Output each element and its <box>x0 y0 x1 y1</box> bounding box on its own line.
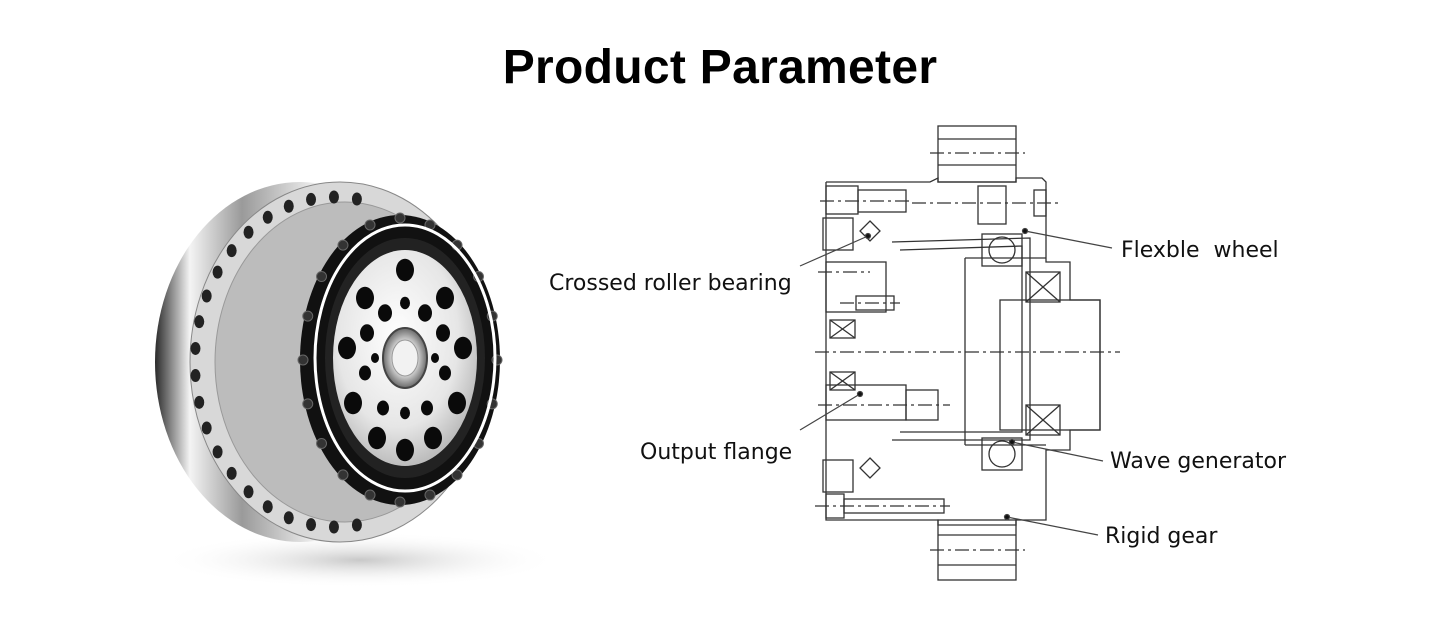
flange-hole <box>212 265 223 279</box>
face-hole <box>368 426 386 450</box>
bolt-head <box>825 185 859 215</box>
ball-bottom <box>988 440 1016 468</box>
leader-output-flange <box>799 393 861 431</box>
rigid-gear-top <box>937 125 1017 183</box>
output-flange <box>825 261 887 313</box>
leader-flexible-wheel <box>1024 230 1113 249</box>
flange-hole <box>328 520 339 534</box>
ring-bolt <box>302 310 314 322</box>
shadow <box>160 532 560 588</box>
flange-hole <box>194 315 205 329</box>
face-hole <box>424 426 442 450</box>
face-hole <box>400 406 410 420</box>
face-hole <box>436 286 454 310</box>
flange-hole <box>283 199 294 213</box>
small-bearing-top <box>829 319 856 339</box>
input-shaft <box>999 299 1101 431</box>
drawing-line <box>1025 404 1061 436</box>
label-flexible-wheel: Flexble wheel <box>1121 238 1279 263</box>
small-bearing-bottom <box>829 371 856 391</box>
ring-bolt <box>451 469 463 481</box>
flange-holes <box>190 190 362 534</box>
flange-hole <box>226 466 237 480</box>
cross-section-drawing <box>815 125 1120 581</box>
face-hole <box>436 324 450 342</box>
flange-hole <box>190 341 201 355</box>
drawing-line <box>829 319 856 339</box>
flange-hole <box>194 395 205 409</box>
roller-diamond-lower <box>859 457 881 479</box>
crossed-roller-bearing <box>822 217 854 251</box>
face-hole <box>378 304 392 322</box>
crossed-roller-bearing-lower <box>822 459 854 493</box>
ring-bolt <box>316 437 328 449</box>
flange-hole <box>351 192 362 206</box>
wave-gen-bearing-top <box>981 233 1023 267</box>
flange-hole <box>328 190 339 204</box>
face-hole <box>377 400 389 416</box>
flange-hole <box>243 485 254 499</box>
flange-hole <box>306 518 317 532</box>
roller-diamond <box>859 220 881 242</box>
drawing-line <box>1025 271 1061 303</box>
label-crossed-roller-bearing: Crossed roller bearing <box>549 271 792 296</box>
ball-top <box>988 236 1016 264</box>
drawing-line <box>829 371 856 391</box>
face-hole <box>448 391 466 415</box>
face-hole <box>431 353 439 363</box>
label-wave-generator: Wave generator <box>1110 449 1287 474</box>
face-hole <box>344 391 362 415</box>
face-hole <box>359 365 371 381</box>
face-hole <box>360 324 374 342</box>
label-output-flange: Output flange <box>640 440 793 465</box>
leader-crossed-roller-bearing <box>799 235 869 267</box>
face-hole <box>439 365 451 381</box>
wave-gen-bearing-bottom <box>981 437 1023 471</box>
bolt-nut <box>977 185 1007 225</box>
flexspline <box>891 237 1031 441</box>
input-bearing-top <box>1025 271 1061 303</box>
flange-hole <box>201 421 212 435</box>
leader-lines <box>799 227 1113 536</box>
face-hole <box>356 286 374 310</box>
face-hole <box>418 304 432 322</box>
leader-wave-generator <box>1011 441 1104 462</box>
reducer-photo <box>155 181 560 588</box>
ring-bolt <box>364 489 376 501</box>
face-hole <box>338 336 356 360</box>
flange-hole <box>243 225 254 239</box>
leader-rigid-gear <box>1006 516 1099 536</box>
face-hole <box>371 353 379 363</box>
ring-bolt <box>424 489 436 501</box>
flange-hole <box>190 369 201 383</box>
ring-bolt <box>297 354 309 366</box>
flange-hole <box>262 500 273 514</box>
flexspline-inner <box>899 245 1023 433</box>
flange-hole <box>306 192 317 206</box>
page-title: Product Parameter <box>502 41 938 94</box>
flange-hole <box>351 518 362 532</box>
input-bearing-bottom <box>1025 404 1061 436</box>
face-hole <box>421 400 433 416</box>
face-hole <box>400 296 410 310</box>
flange-hole <box>201 289 212 303</box>
ring-bolt <box>337 239 349 251</box>
face-hole <box>396 438 414 462</box>
flange-hole <box>212 445 223 459</box>
flange-hole <box>283 511 294 525</box>
flange-hole <box>262 210 273 224</box>
ring-bolt <box>394 496 406 508</box>
flange-hole <box>226 244 237 258</box>
ring-bolt <box>302 398 314 410</box>
label-rigid-gear: Rigid gear <box>1105 524 1218 549</box>
ring-bolt <box>316 271 328 283</box>
face-hole <box>454 336 472 360</box>
ring-bolt <box>394 212 406 224</box>
face-hole <box>396 258 414 282</box>
face-holes <box>338 258 472 462</box>
ring-bolt <box>364 219 376 231</box>
ring-bolt <box>337 469 349 481</box>
